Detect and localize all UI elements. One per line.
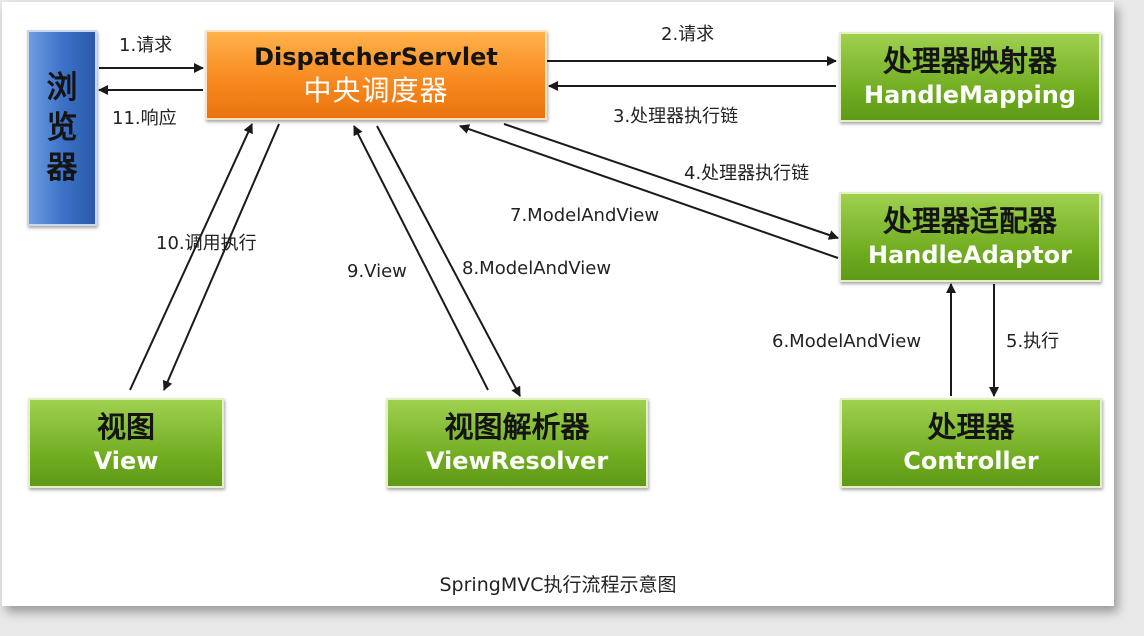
arrow-9-view bbox=[353, 125, 489, 391]
dispatcher-title-en: DispatcherServlet bbox=[254, 43, 498, 71]
handle-mapping-node: 处理器映射器 HandleMapping bbox=[839, 32, 1101, 122]
edge-label-5: 5.执行 bbox=[1006, 331, 1060, 352]
dispatcher-servlet-node: DispatcherServlet 中央调度器 bbox=[205, 30, 547, 120]
arrow-7-modelandview bbox=[459, 124, 839, 259]
diagram-caption: SpringMVC执行流程示意图 bbox=[439, 574, 677, 596]
arrow-dispatcher-to-view bbox=[162, 123, 280, 391]
handle-mapping-title-zh: 处理器映射器 bbox=[882, 44, 1057, 78]
browser-node: 浏览器 bbox=[27, 30, 97, 226]
controller-title-en: Controller bbox=[903, 447, 1039, 475]
view-resolver-title-zh: 视图解析器 bbox=[444, 410, 590, 444]
edge-label-6: 6.ModelAndView bbox=[772, 331, 922, 352]
edge-label-3: 3.处理器执行链 bbox=[613, 106, 739, 127]
arrow-layer bbox=[98, 56, 999, 397]
browser-label: 浏览器 bbox=[46, 70, 78, 186]
handle-adaptor-title-zh: 处理器适配器 bbox=[882, 204, 1057, 238]
edge-label-10: 10.调用执行 bbox=[156, 233, 257, 254]
arrow-4-handler-chain bbox=[503, 123, 839, 240]
edge-label-11: 11.响应 bbox=[112, 108, 177, 129]
handle-mapping-title-en: HandleMapping bbox=[864, 81, 1076, 109]
view-node: 视图 View bbox=[28, 398, 224, 488]
edge-label-2: 2.请求 bbox=[661, 24, 715, 45]
controller-title-zh: 处理器 bbox=[927, 410, 1015, 444]
diagram-canvas: 浏览器 DispatcherServlet 中央调度器 处理器映射器 Handl… bbox=[2, 2, 1114, 606]
view-title-en: View bbox=[93, 447, 159, 475]
view-resolver-node: 视图解析器 ViewResolver bbox=[386, 398, 648, 488]
view-resolver-title-en: ViewResolver bbox=[425, 447, 609, 475]
edge-label-7: 7.ModelAndView bbox=[510, 205, 660, 226]
edge-label-4: 4.处理器执行链 bbox=[684, 163, 810, 184]
dispatcher-title-zh: 中央调度器 bbox=[303, 74, 449, 107]
edge-label-8: 8.ModelAndView bbox=[462, 258, 612, 279]
arrow-8-modelandview bbox=[376, 125, 521, 397]
edge-label-1: 1.请求 bbox=[119, 35, 173, 56]
arrow-10-call-execute bbox=[129, 123, 253, 391]
edge-label-9: 9.View bbox=[347, 261, 407, 282]
view-title-zh: 视图 bbox=[96, 410, 155, 444]
handle-adaptor-node: 处理器适配器 HandleAdaptor bbox=[839, 192, 1101, 282]
handle-adaptor-title-en: HandleAdaptor bbox=[868, 241, 1072, 269]
controller-node: 处理器 Controller bbox=[840, 398, 1102, 488]
